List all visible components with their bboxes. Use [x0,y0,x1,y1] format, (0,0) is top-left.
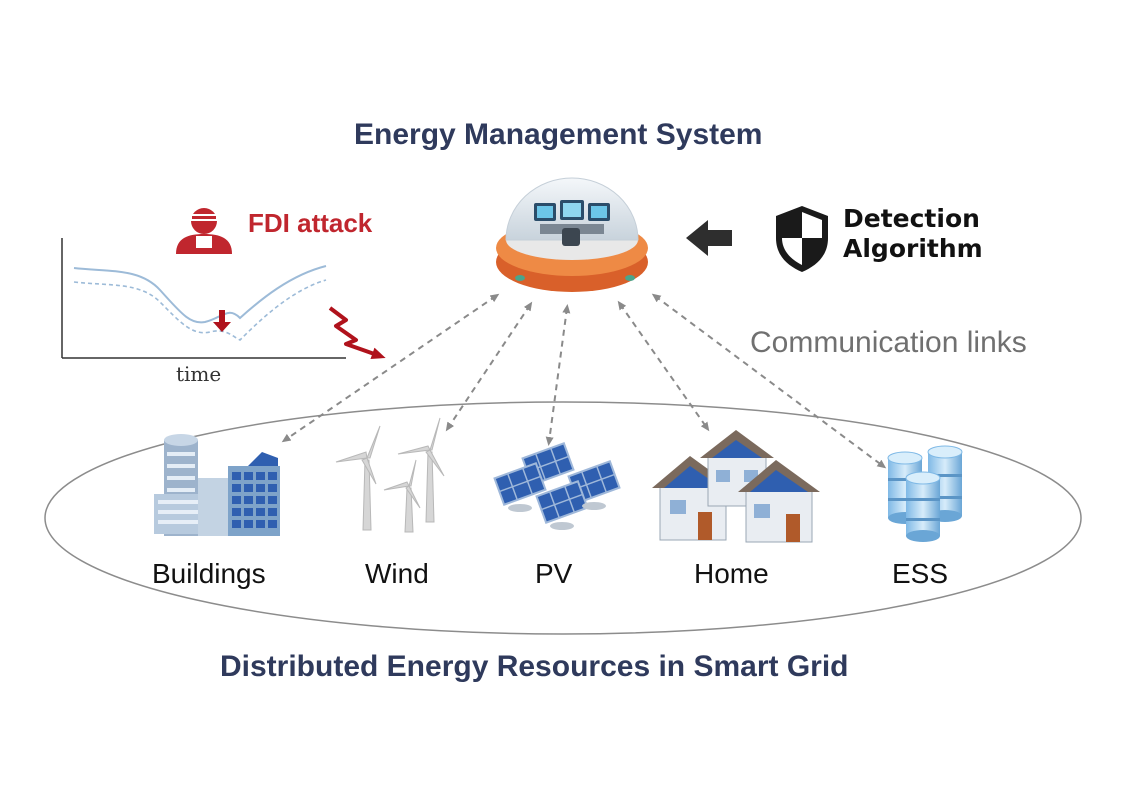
ems-title: Energy Management System [354,118,763,151]
communication-links [281,293,887,469]
time-axis-label: time [176,362,222,386]
buildings-label: Buildings [152,558,266,589]
der-title: Distributed Energy Resources in Smart Gr… [220,650,849,683]
pv-label: PV [535,558,573,589]
fdi-attack-label: FDI attack [248,208,373,238]
control-room-icon [496,177,648,292]
link-buildings [281,293,500,443]
ess-label: ESS [892,558,949,589]
link-ess [651,293,887,469]
arrow-left-icon [686,220,732,256]
home-label: Home [694,558,769,589]
attack-arrow [328,306,386,359]
wind-label: Wind [365,558,429,589]
link-pv [545,304,571,446]
hacker-icon [176,208,232,254]
wind-turbine-icon [335,417,445,533]
link-wind [445,301,533,432]
fdi-estimated-curve [73,279,327,341]
buildings-icon [154,434,280,536]
detection-label-line1: Detection [843,204,980,233]
battery-icon [887,445,963,542]
fdi-injection-arrow [213,310,231,332]
fdi-measured-curve [73,265,327,324]
link-home [617,300,710,432]
house-icon [652,430,820,543]
detection-label-line2: Algorithm [843,234,983,263]
communication-links-label: Communication links [750,326,1027,359]
shield-icon [776,206,828,272]
solar-panel-icon [493,442,621,530]
fdi-chart [61,238,346,359]
